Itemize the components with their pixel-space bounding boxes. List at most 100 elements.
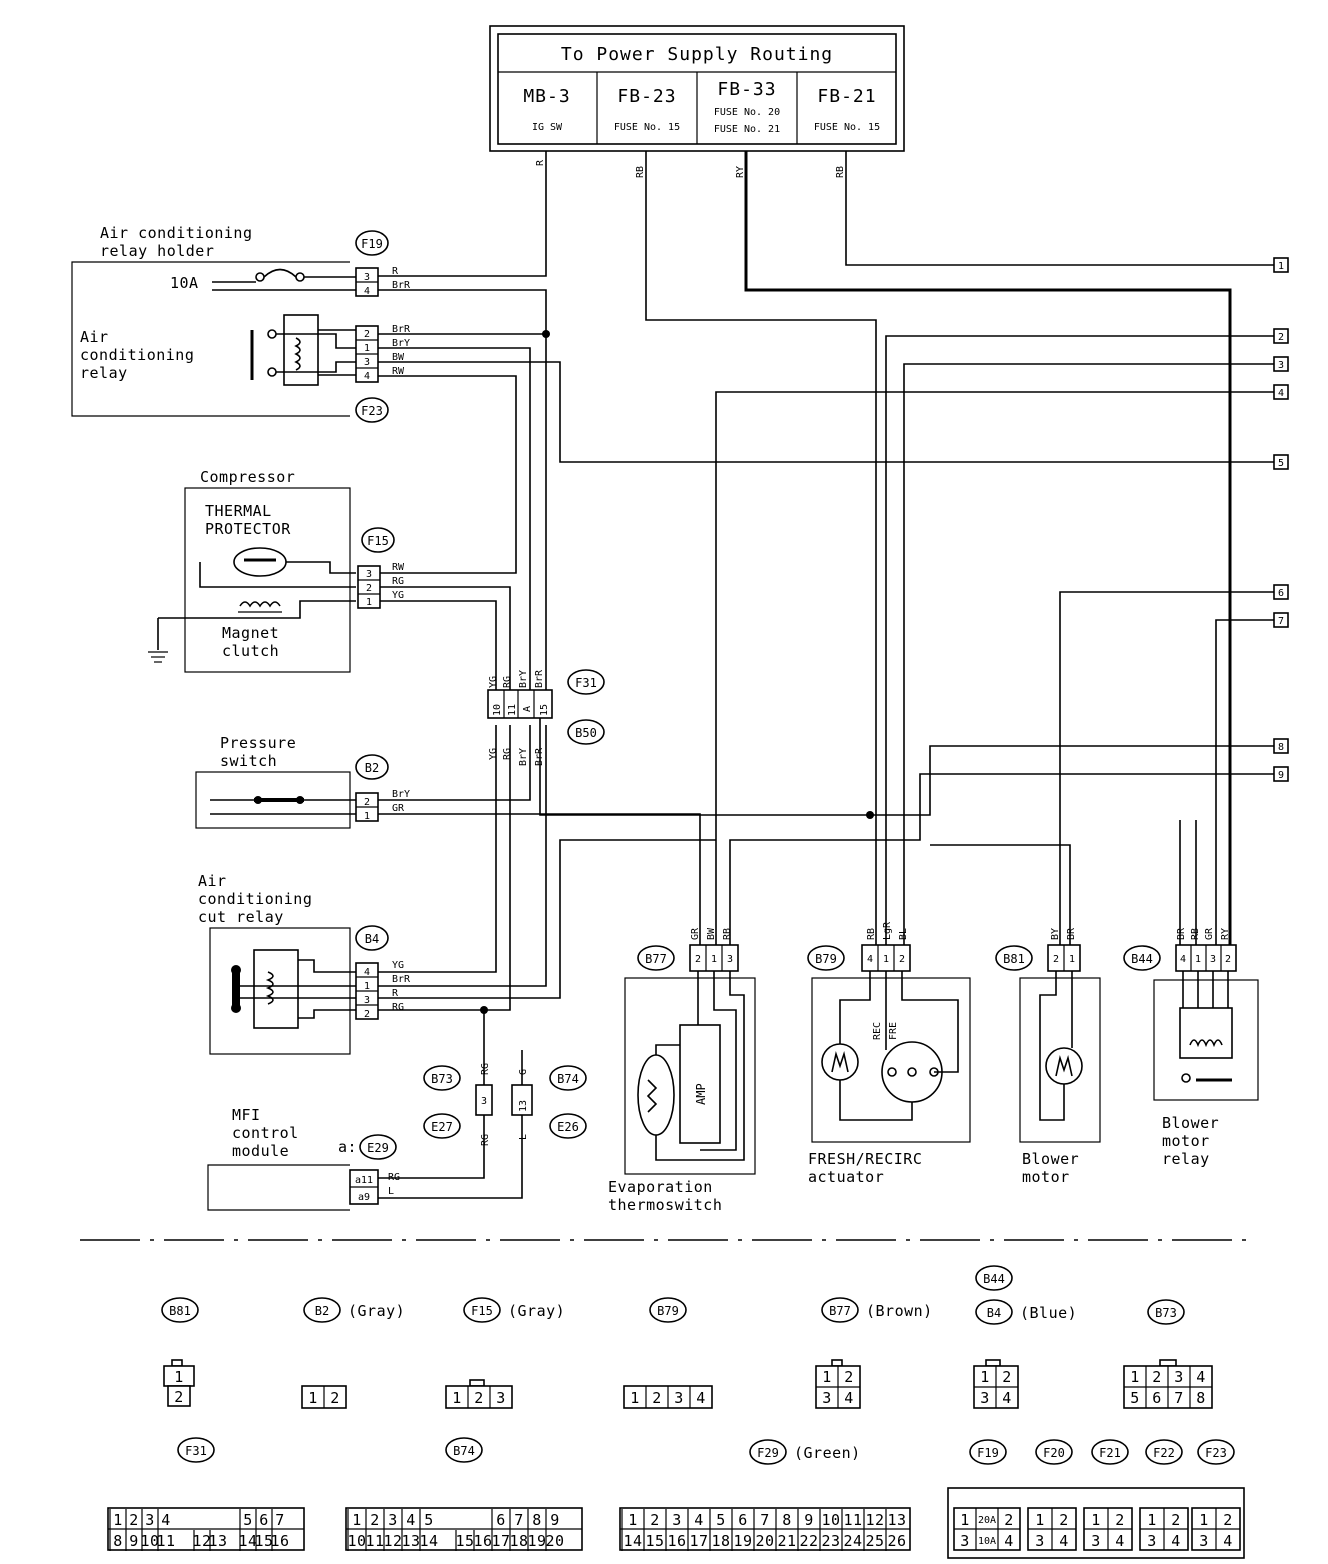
f31-face-pin-4: 4 bbox=[161, 1511, 171, 1529]
badge-b81: B81 bbox=[1003, 952, 1025, 966]
b77-face-pin-1: 1 bbox=[822, 1368, 832, 1386]
pressure-label-1: Pressure bbox=[220, 734, 296, 752]
b81-pin-2: 2 bbox=[1053, 954, 1059, 965]
b50-wire-rg: RG bbox=[502, 748, 513, 760]
ac-relay-holder: Air conditioning relay holder 10A Air co… bbox=[71, 224, 356, 417]
b2-face-pin-1: 1 bbox=[308, 1389, 318, 1407]
f29-face-pin-24: 24 bbox=[843, 1532, 862, 1550]
b4-face-pin-4: 4 bbox=[1002, 1389, 1012, 1407]
mfi-a-label: a: bbox=[338, 1138, 357, 1156]
b74-face-pin-5: 5 bbox=[424, 1511, 434, 1529]
badge-f31: F31 bbox=[575, 676, 597, 690]
legend-badge-b4: B4 bbox=[987, 1306, 1001, 1320]
badge-e27: E27 bbox=[431, 1120, 453, 1134]
b77-wire-rb: RB bbox=[722, 928, 733, 940]
b77-wire-bw: BW bbox=[706, 927, 717, 940]
b79-face-pin-3: 3 bbox=[674, 1389, 684, 1407]
b2-pin-1: 1 bbox=[364, 811, 370, 822]
f29-face-pin-22: 22 bbox=[799, 1532, 818, 1550]
badge-e29: E29 bbox=[367, 1141, 389, 1155]
badge-b4: B4 bbox=[365, 932, 379, 946]
legend-f15-color: (Gray) bbox=[508, 1302, 565, 1320]
legend-badge-b81: B81 bbox=[169, 1304, 191, 1318]
cell-fb23-code: FB-23 bbox=[617, 86, 676, 107]
badge-b74: B74 bbox=[557, 1072, 579, 1086]
f15-pin-2: 2 bbox=[366, 583, 372, 594]
f29-face-pin-2: 2 bbox=[650, 1511, 660, 1529]
f23-wire-rw: RW bbox=[392, 366, 405, 377]
b77-face-pin-3: 3 bbox=[822, 1389, 832, 1407]
f29-face-pin-9: 9 bbox=[804, 1511, 814, 1529]
f29-face-pin-7: 7 bbox=[760, 1511, 770, 1529]
badge-b50: B50 bbox=[575, 726, 597, 740]
f22-face-pin-3: 3 bbox=[1147, 1532, 1157, 1550]
terminal-4: 4 bbox=[1278, 388, 1284, 399]
mfi-label-1: MFI bbox=[232, 1106, 261, 1124]
cell-mb3-sub: IG SW bbox=[532, 122, 563, 133]
b79-wire-lgr: LgR bbox=[882, 921, 893, 940]
legend-b77-color: (Brown) bbox=[866, 1302, 933, 1320]
f21-face-pin-2: 2 bbox=[1115, 1511, 1125, 1529]
b44-wire-rb: RB bbox=[1190, 928, 1201, 940]
terminal-5: 5 bbox=[1278, 458, 1284, 469]
f15-wire-yg: YG bbox=[392, 590, 404, 601]
b79-face-pin-1: 1 bbox=[630, 1389, 640, 1407]
legend-badge-b73: B73 bbox=[1155, 1306, 1177, 1320]
mfi-label-2: control bbox=[232, 1124, 299, 1142]
f31-face-pin-5: 5 bbox=[243, 1511, 253, 1529]
cut-relay-label-1: Air bbox=[198, 872, 227, 890]
f29-face-pin-8: 8 bbox=[782, 1511, 792, 1529]
b44-pin-4: 4 bbox=[1180, 954, 1186, 965]
f31-face-pin-16: 16 bbox=[270, 1532, 289, 1550]
ac-cut-relay: Air conditioning cut relay B4 4 1 3 2 YG… bbox=[198, 872, 411, 1055]
f29-face-pin-1: 1 bbox=[628, 1511, 638, 1529]
b74-face-pin-12: 12 bbox=[383, 1532, 402, 1550]
b73-wire-rg: RG bbox=[480, 1063, 491, 1075]
b79-pin-1: 1 bbox=[883, 954, 889, 965]
f29-face-pin-19: 19 bbox=[733, 1532, 752, 1550]
b77-face-pin-2: 2 bbox=[844, 1368, 854, 1386]
f19-face-pin-10a: 10A bbox=[978, 1536, 996, 1547]
f19-face-pin-4: 4 bbox=[1004, 1532, 1014, 1550]
cut-relay-label-3: cut relay bbox=[198, 908, 284, 926]
f29-face-pin-21: 21 bbox=[777, 1532, 796, 1550]
compressor: Compressor THERMAL PROTECTOR Magnet clut… bbox=[148, 468, 356, 673]
fuse-10a-label: 10A bbox=[170, 274, 199, 292]
f22-face-pin-2: 2 bbox=[1171, 1511, 1181, 1529]
b74-face-pin-11: 11 bbox=[365, 1532, 384, 1550]
terminal-2: 2 bbox=[1278, 332, 1284, 343]
fre-label: FRE bbox=[888, 1022, 899, 1040]
cell-fb21-code: FB-21 bbox=[817, 86, 876, 107]
f31-wire-bry: BrY bbox=[518, 670, 529, 688]
b81-wire-by: BY bbox=[1050, 928, 1061, 940]
f31-face-pin-13: 13 bbox=[208, 1532, 227, 1550]
f19-pin-3: 3 bbox=[364, 272, 370, 283]
badge-f15: F15 bbox=[367, 534, 389, 548]
f29-face-pin-25: 25 bbox=[865, 1532, 884, 1550]
f23-face-pin-4: 4 bbox=[1223, 1532, 1233, 1550]
f20-face-pin-3: 3 bbox=[1035, 1532, 1045, 1550]
b79-pin-4: 4 bbox=[867, 954, 873, 965]
f31-pin-11: 11 bbox=[507, 704, 518, 716]
mfi-control-module: MFI control module a: E29 a11 a9 RG L bbox=[207, 1106, 400, 1211]
b4-pin-4: 4 bbox=[364, 967, 370, 978]
f15-face-pin-3: 3 bbox=[496, 1389, 506, 1407]
f19-pin-4: 4 bbox=[364, 286, 370, 297]
b77-pin-3: 3 bbox=[727, 954, 733, 965]
fresh-label-2: actuator bbox=[808, 1168, 884, 1186]
badge-b77: B77 bbox=[645, 952, 667, 966]
compressor-label: Compressor bbox=[200, 468, 295, 486]
legend-badge-f20: F20 bbox=[1043, 1446, 1065, 1460]
f15-connector: F15 3 2 1 RW RG YG bbox=[357, 527, 405, 609]
b81-wire-br: BR bbox=[1066, 927, 1077, 940]
f31-pin-10: 10 bbox=[492, 704, 503, 716]
b44-wire-ry: RY bbox=[1220, 928, 1231, 940]
legend-badge-f23: F23 bbox=[1205, 1446, 1227, 1460]
b74-face-pin-19: 19 bbox=[527, 1532, 546, 1550]
b74-face-pin-3: 3 bbox=[388, 1511, 398, 1529]
legend-badge-f31: F31 bbox=[185, 1444, 207, 1458]
b4-wire-r: R bbox=[392, 988, 399, 999]
legend-row-1: B81 B2 (Gray) F15 (Gray) B79 B77 (Brown)… bbox=[161, 1265, 1185, 1325]
f31-connector: YG RG BrY BrR 10 11 A 15 F31 B50 YG RG B… bbox=[487, 669, 605, 766]
